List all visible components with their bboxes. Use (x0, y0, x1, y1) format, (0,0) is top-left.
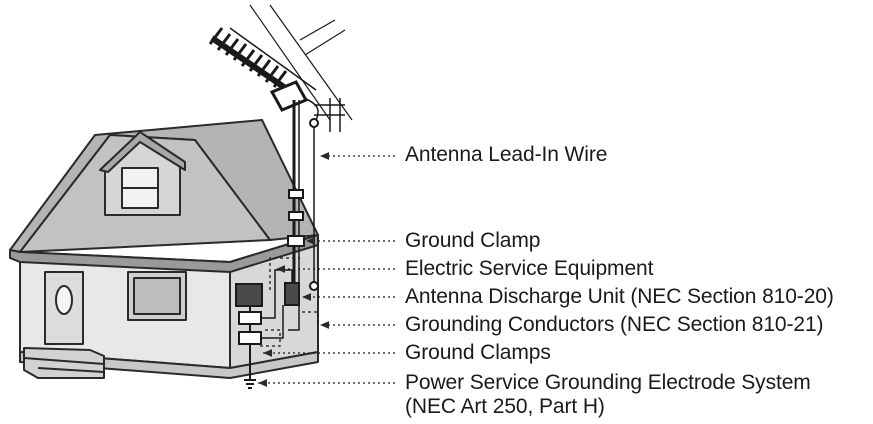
label-grounding-electrode-line2: (NEC Art 250, Part H) (405, 395, 605, 418)
house (9, 119, 319, 379)
label-antenna-lead-in-wire: Antenna Lead-In Wire (405, 143, 608, 166)
label-ground-clamp: Ground Clamp (405, 229, 541, 252)
discharge-unit-box (284, 282, 300, 306)
antenna (208, 4, 353, 290)
ground-clamp-box (238, 331, 262, 345)
meter-box (238, 311, 262, 325)
label-antenna-discharge-unit: Antenna Discharge Unit (NEC Section 810-… (405, 285, 834, 308)
label-grounding-electrode-system: Power Service Grounding Electrode System… (405, 371, 811, 419)
label-electric-service-equipment: Electric Service Equipment (405, 257, 654, 280)
electrical-equipment (235, 269, 319, 389)
label-ground-clamps: Ground Clamps (405, 341, 551, 364)
label-grounding-electrode-line1: Power Service Grounding Electrode System (405, 371, 811, 394)
label-grounding-conductors: Grounding Conductors (NEC Section 810-21… (405, 313, 824, 336)
leader-lines (258, 152, 395, 387)
ground-clamp-mast (287, 235, 305, 247)
electric-service-box (235, 283, 263, 307)
